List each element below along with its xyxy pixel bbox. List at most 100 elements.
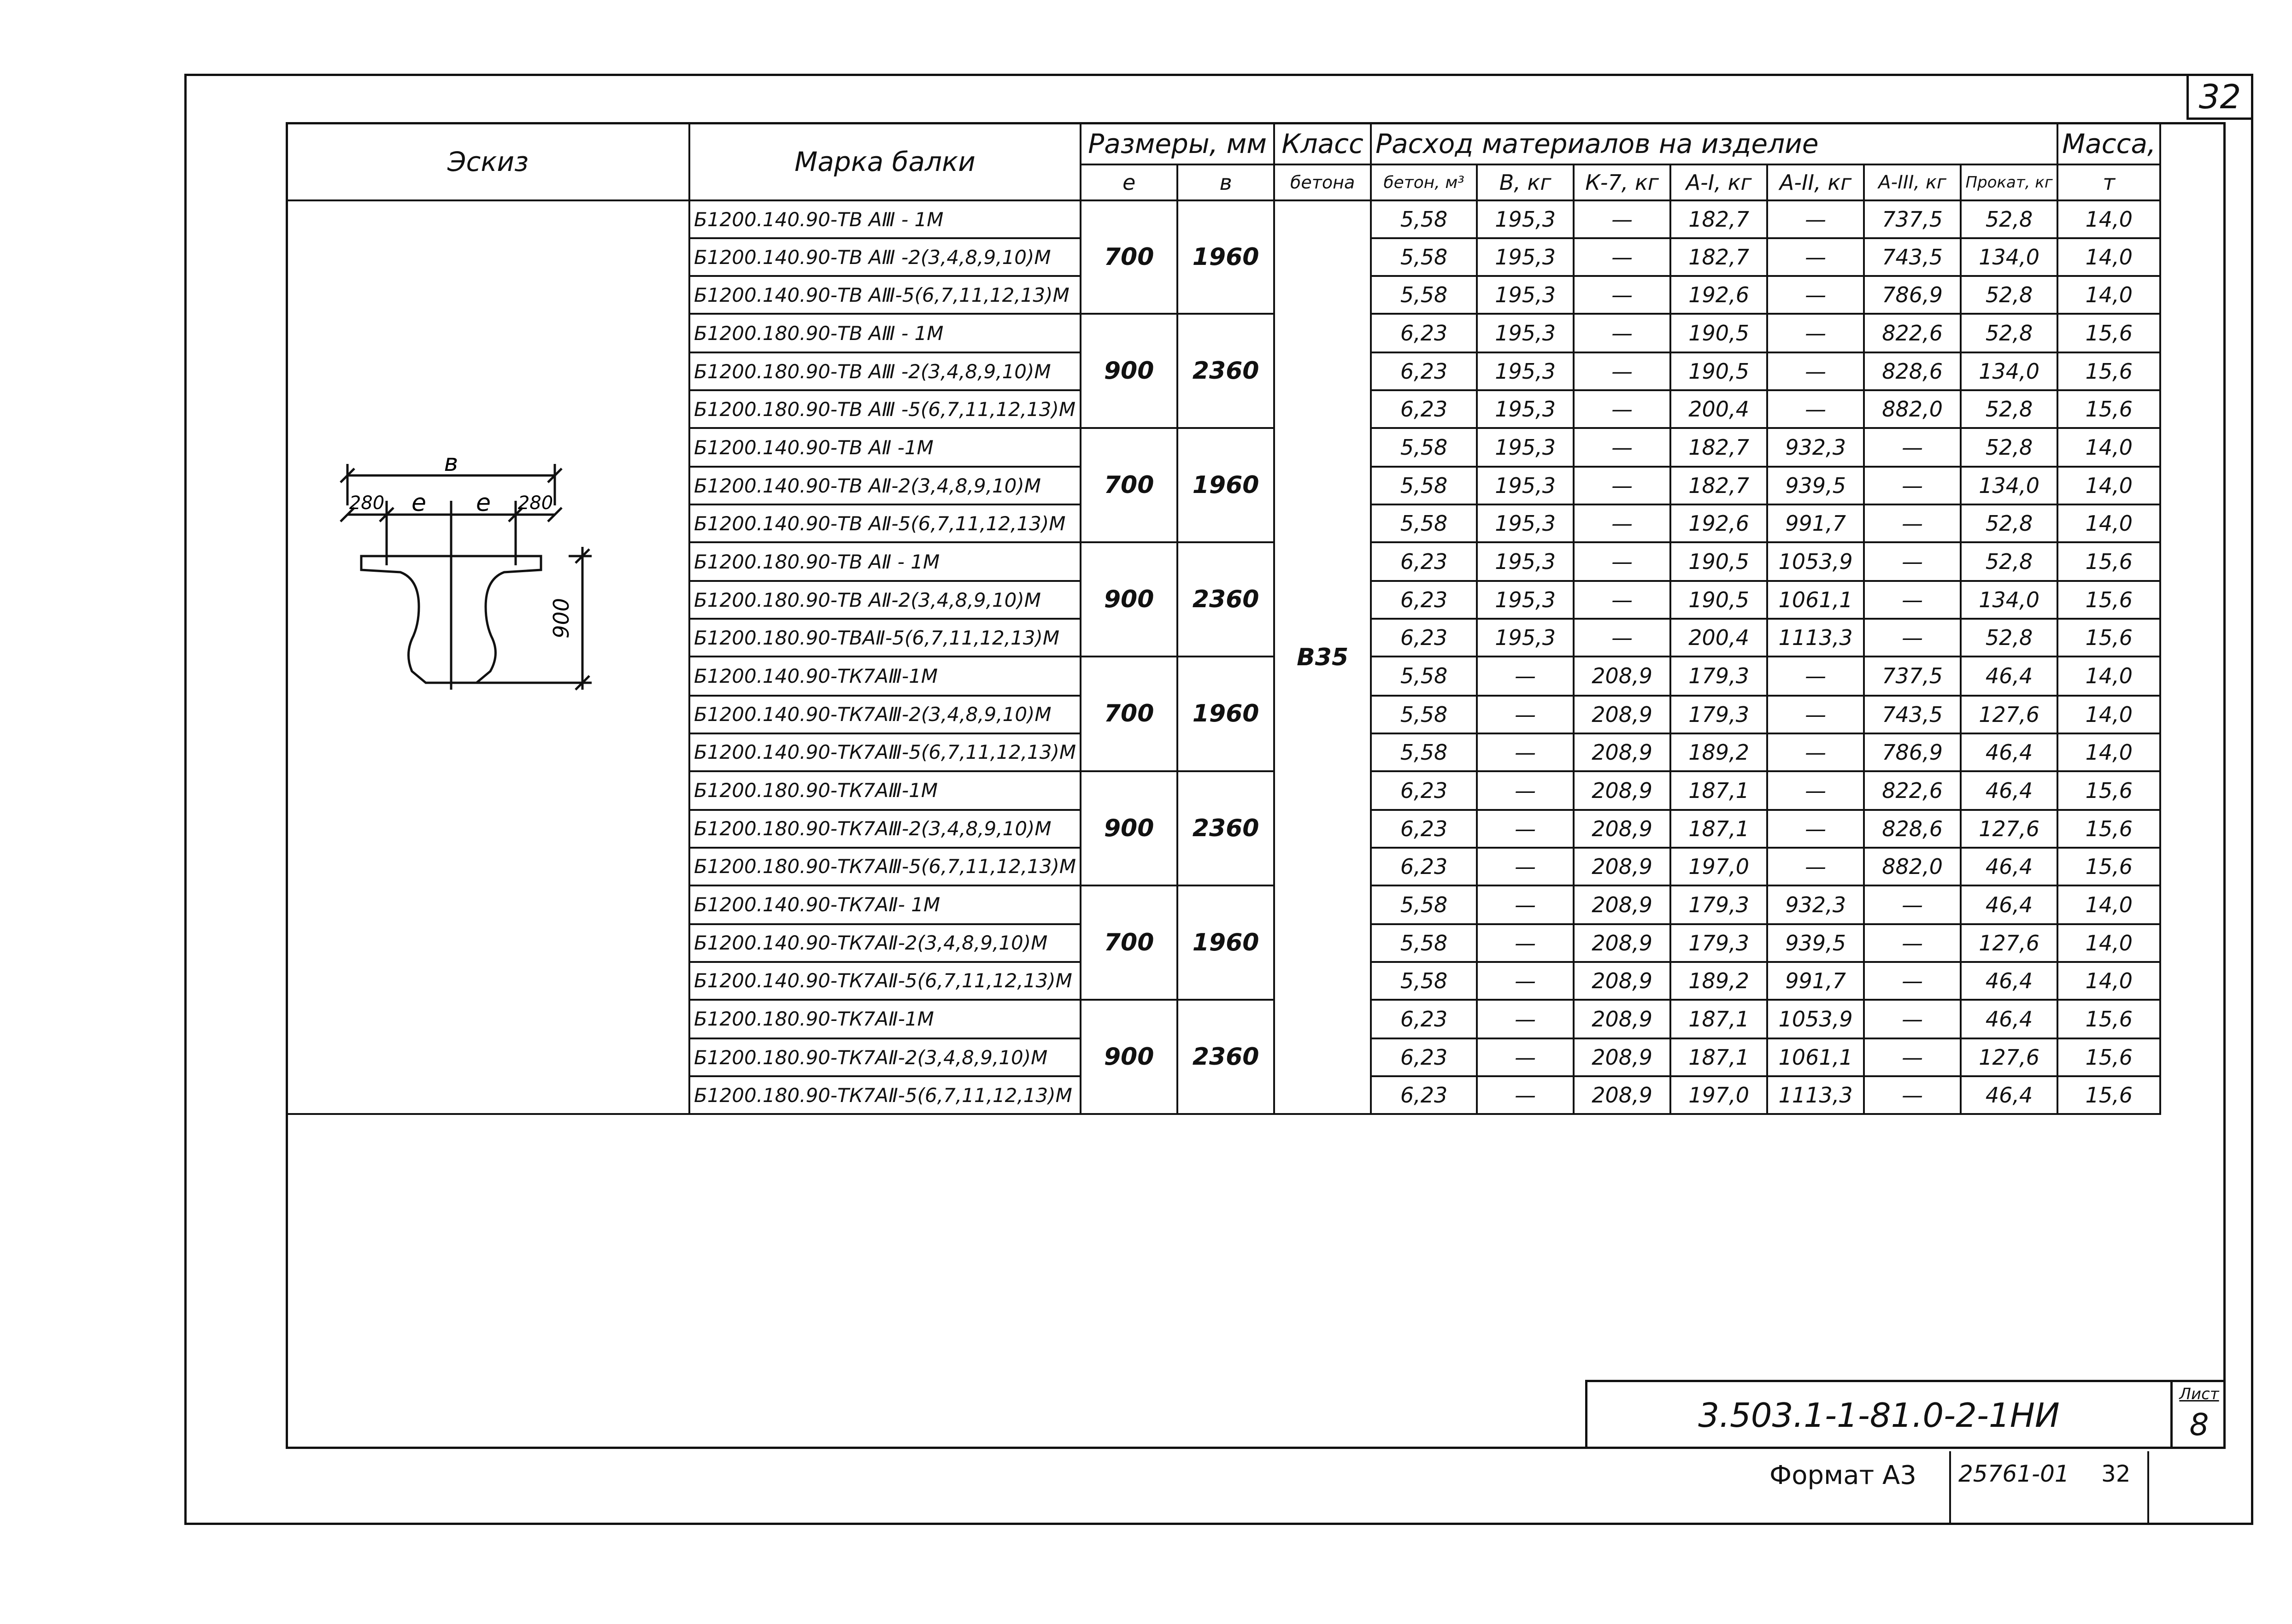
cell-a3: — [1863,541,1962,582]
cell-k7: — [1573,541,1672,582]
beam-mark: Б1200.180.90-ТВ АⅢ -2(3,4,8,9,10)М [688,352,1082,392]
cell-a2: — [1766,352,1865,392]
cell-rolled: 52,8 [1960,618,2059,658]
cell-a3: 882,0 [1863,389,1962,429]
cell-k7: 208,9 [1573,694,1672,734]
cell-concrete: 6,23 [1370,541,1478,582]
dimension-b: 1960 [1176,884,1275,1001]
sketch-left-overhang: 280 [349,492,384,514]
dimension-b: 1960 [1176,427,1275,544]
beam-mark: Б1200.140.90-ТВ АⅢ-5(6,7,11,12,13)М [688,275,1082,315]
cell-k7: 208,9 [1573,809,1672,849]
dimension-e: 900 [1080,312,1179,429]
cell-a3: 828,6 [1863,809,1962,849]
header-a1-kg: А-I, кг [1669,164,1769,201]
cell-mass: 14,0 [2057,656,2162,697]
cell-concrete: 5,58 [1370,923,1478,963]
cell-a1: 187,1 [1669,809,1769,849]
cell-a1: 179,3 [1669,656,1769,697]
cell-a3: 822,6 [1863,312,1962,354]
header-k7-kg: К-7, кг [1573,164,1672,201]
header-a2-kg: А-II, кг [1766,164,1865,201]
cell-mass: 15,6 [2057,1075,2162,1115]
header-dimensions: Размеры, мм [1080,122,1275,165]
dimension-e: 700 [1080,884,1179,1001]
cell-b: 195,3 [1476,352,1575,392]
cell-concrete: 6,23 [1370,770,1478,811]
beam-cross-section-sketch: в 280 е е 280 900 [340,449,592,691]
sheet-number: 8 [2189,1407,2209,1442]
beam-mark: Б1200.140.90-ТВ АⅢ - 1М [688,199,1082,239]
header-mass-top: Масса, [2057,122,2162,165]
cell-rolled: 134,0 [1960,352,2059,392]
cell-a1: 192,6 [1669,504,1769,544]
cell-rolled: 46,4 [1960,656,2059,697]
cell-a1: 179,3 [1669,923,1769,963]
cell-b: 195,3 [1476,312,1575,354]
beam-mark: Б1200.180.90-ТВ АⅢ -5(6,7,11,12,13)М [688,389,1082,429]
cell-concrete: 5,58 [1370,275,1478,315]
cell-concrete: 5,58 [1370,961,1478,1001]
cell-a2: — [1766,656,1865,697]
beam-mark: Б1200.140.90-ТК7АⅢ-2(3,4,8,9,10)М [688,694,1082,734]
header-consumption: Расход материалов на изделие [1370,122,2059,165]
cell-a2: — [1766,389,1865,429]
cell-rolled: 127,6 [1960,694,2059,734]
cell-mass: 15,6 [2057,809,2162,849]
cell-mass: 15,6 [2057,1038,2162,1077]
cell-concrete: 6,23 [1370,998,1478,1040]
cell-a1: 200,4 [1669,389,1769,429]
cell-k7: — [1573,504,1672,544]
cell-a2: 939,5 [1766,466,1865,506]
cell-a3: — [1863,998,1962,1040]
cell-concrete: 6,23 [1370,580,1478,620]
copy-number: 32 [2101,1460,2131,1487]
beam-mark: Б1200.180.90-ТВ АⅡ-2(3,4,8,9,10)М [688,580,1082,620]
cell-a3: 743,5 [1863,237,1962,277]
cell-a1: 182,7 [1669,237,1769,277]
cell-a2: 1113,3 [1766,1075,1865,1115]
dimension-e: 700 [1080,427,1179,544]
cell-k7: — [1573,237,1672,277]
cell-mass: 14,0 [2057,923,2162,963]
sheet-label: Лист [2179,1385,2219,1403]
cell-a3: 786,9 [1863,275,1962,315]
cell-rolled: 127,6 [1960,923,2059,963]
cell-a1: 190,5 [1669,541,1769,582]
outer-frame [184,74,2253,1525]
sketch-width-label: в [444,449,458,477]
dimension-b: 2360 [1176,770,1275,886]
inventory-number: 25761-01 [1958,1460,2069,1487]
cell-mass: 14,0 [2057,961,2162,1001]
dimension-e: 700 [1080,199,1179,315]
cell-a2: 932,3 [1766,884,1865,925]
cell-concrete: 6,23 [1370,846,1478,886]
cell-a1: 182,7 [1669,466,1769,506]
cell-a1: 190,5 [1669,312,1769,354]
cell-rolled: 134,0 [1960,580,2059,620]
beam-mark: Б1200.140.90-ТК7АⅡ-5(6,7,11,12,13)М [688,961,1082,1001]
cell-k7: 208,9 [1573,1038,1672,1077]
cell-a1: 197,0 [1669,1075,1769,1115]
cell-b: — [1476,770,1575,811]
beam-mark: Б1200.140.90-ТК7АⅡ- 1М [688,884,1082,925]
cell-a3: — [1863,1075,1962,1115]
cell-a1: 200,4 [1669,618,1769,658]
cell-b: — [1476,1038,1575,1077]
cell-concrete: 6,23 [1370,1075,1478,1115]
dimension-e: 900 [1080,541,1179,658]
cell-concrete: 6,23 [1370,312,1478,354]
table-row: в 280 е е 280 900 Б1200.140.90-ТВ АⅢ - 1… [286,199,2162,1115]
cell-rolled: 52,8 [1960,504,2059,544]
cell-a1: 187,1 [1669,1038,1769,1077]
